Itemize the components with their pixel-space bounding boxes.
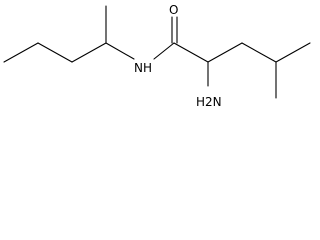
bond-cgamma-methyl-up [275,42,311,63]
molecule-structure: O NH H2N [3,3,311,109]
bond-carbonyl-calpha [173,42,209,63]
oxygen-label: O [169,3,178,17]
bond-c5-c4 [3,42,39,63]
amide-nitrogen-label: NH [134,61,152,75]
structure-canvas: O NH H2N [0,0,318,119]
bond-n-carbonyl [153,42,175,60]
bond-c2-n [105,42,135,60]
amine-label: H2N [196,95,222,109]
bond-cbeta-cgamma [241,42,277,63]
bond-c4-c3 [37,42,73,63]
bond-c3-c2 [71,42,107,63]
bond-calpha-cbeta [207,42,243,63]
